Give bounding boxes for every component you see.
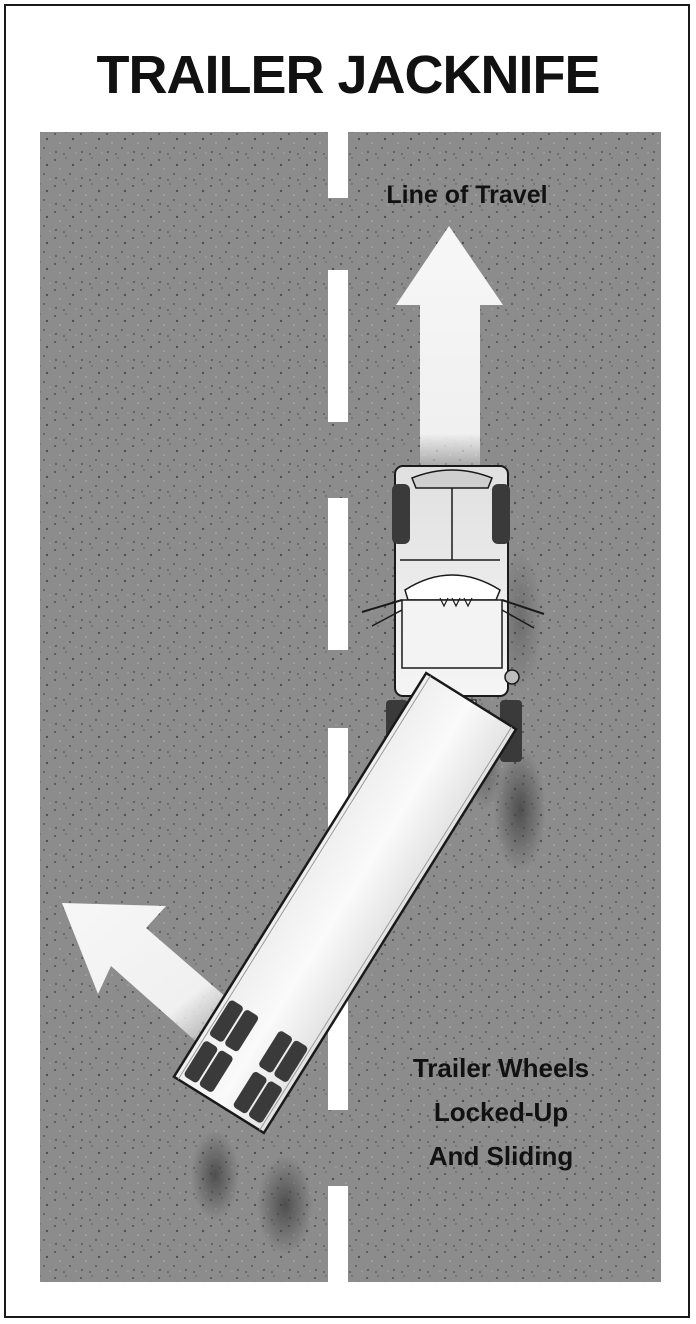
- trailer-wheels-label-line1: Trailer Wheels: [413, 1053, 589, 1083]
- line-of-travel-label: Line of Travel: [386, 181, 547, 209]
- trailer-wheels-label-line2: Locked-Up: [434, 1097, 568, 1127]
- trailer-wheels-label-line3: And Sliding: [429, 1141, 573, 1171]
